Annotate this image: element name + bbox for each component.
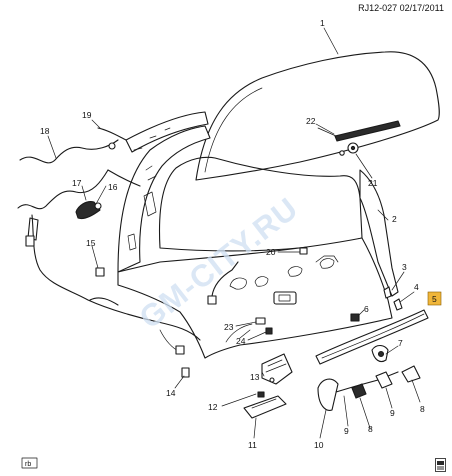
liftgate-panel — [117, 111, 399, 359]
clip-6 — [350, 313, 360, 322]
license-lamp — [243, 391, 287, 419]
nut-24 — [265, 327, 273, 335]
callout-13: 13 — [250, 372, 260, 382]
wiring-harness — [17, 139, 239, 355]
callout-1: 1 — [320, 18, 325, 28]
callout-4: 4 — [414, 282, 419, 292]
bracket-23 — [255, 317, 266, 325]
callout-9-left: 9 — [344, 426, 349, 436]
callout-19: 19 — [82, 110, 92, 120]
callout-6: 6 — [364, 304, 369, 314]
release-handle — [317, 344, 421, 411]
callout-17: 17 — [72, 178, 82, 188]
callout-2: 2 — [392, 214, 397, 224]
liftgate-cable — [97, 127, 127, 150]
highlight-marker — [427, 291, 442, 306]
callout-9-right: 9 — [390, 408, 395, 418]
callout-20: 20 — [266, 247, 276, 257]
bumper-14 — [181, 367, 190, 378]
callout-8-left: 8 — [368, 424, 373, 434]
callout-11: 11 — [248, 440, 257, 450]
grommet-15 — [95, 267, 105, 277]
callout-10: 10 — [314, 440, 324, 450]
callout-5: 5 — [432, 294, 437, 304]
fasteners — [95, 247, 403, 378]
callout-leaders — [47, 27, 421, 439]
rear-wiper-arm — [317, 120, 401, 156]
callout-15: 15 — [86, 238, 96, 248]
page-icon — [435, 458, 446, 472]
callout-23: 23 — [224, 322, 234, 332]
callout-12: 12 — [208, 402, 218, 412]
liftgate-applique — [315, 309, 429, 365]
rear-window-glass — [195, 51, 440, 181]
diagram-reference: RJ12-027 02/17/2011 — [358, 3, 444, 13]
callout-16: 16 — [108, 182, 118, 192]
callout-numbers: 1 2 3 4 5 6 7 8 8 9 9 10 11 12 13 14 15 … — [40, 18, 437, 450]
callout-8-right: 8 — [420, 404, 425, 414]
callout-3: 3 — [402, 262, 407, 272]
callout-18: 18 — [40, 126, 50, 136]
callout-22: 22 — [306, 116, 316, 126]
callout-21: 21 — [368, 178, 378, 188]
liftgate-latch — [261, 353, 293, 385]
callout-24: 24 — [236, 336, 246, 346]
callout-7: 7 — [398, 338, 403, 348]
footer-badge-text: rb — [25, 461, 31, 468]
callout-14: 14 — [166, 388, 176, 398]
wiring-grommet — [75, 201, 102, 220]
clip-20 — [299, 247, 308, 255]
footer-badge: rb — [21, 457, 38, 469]
